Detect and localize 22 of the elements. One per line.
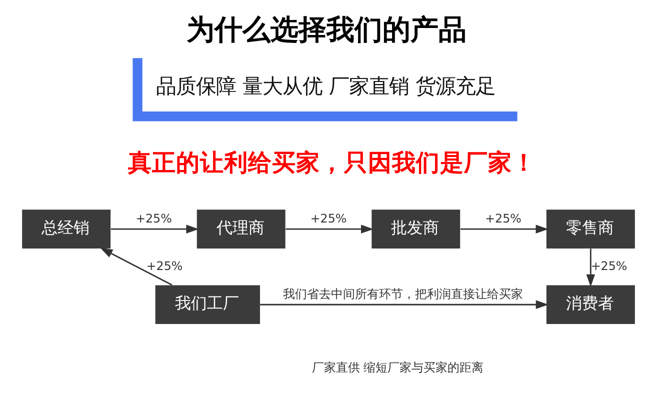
node-box: 零售商	[546, 209, 635, 248]
arrow	[286, 224, 374, 233]
diagram-title: 为什么选择我们的产品	[186, 12, 467, 46]
edge-label: +25%	[485, 210, 522, 225]
arrow	[110, 224, 199, 233]
edge-label: +25%	[136, 210, 172, 225]
arrow	[260, 300, 548, 308]
label: 厂家直供 缩短厂家与买家的距离	[312, 360, 484, 374]
arrow	[100, 247, 172, 286]
node-box: 我们工厂	[155, 284, 260, 324]
label: 品质保障 量大从优 厂家直销 货源充足	[156, 73, 496, 98]
edge-label: +25%	[310, 210, 347, 225]
arrow	[460, 224, 548, 233]
edge-label: 我们省去中间所有环节，把利润直接让给买家	[283, 286, 524, 300]
label: 真正的让利给买家，只因我们是厂家！	[128, 148, 536, 176]
edge-label: +25%	[146, 258, 183, 272]
arrow	[586, 248, 596, 286]
node-box: 代理商	[196, 209, 286, 248]
edge-label: +25%	[590, 258, 628, 272]
node-box: 消费者	[546, 284, 635, 324]
node-box: 总经销	[22, 209, 111, 248]
node-box: 批发商	[372, 209, 460, 248]
